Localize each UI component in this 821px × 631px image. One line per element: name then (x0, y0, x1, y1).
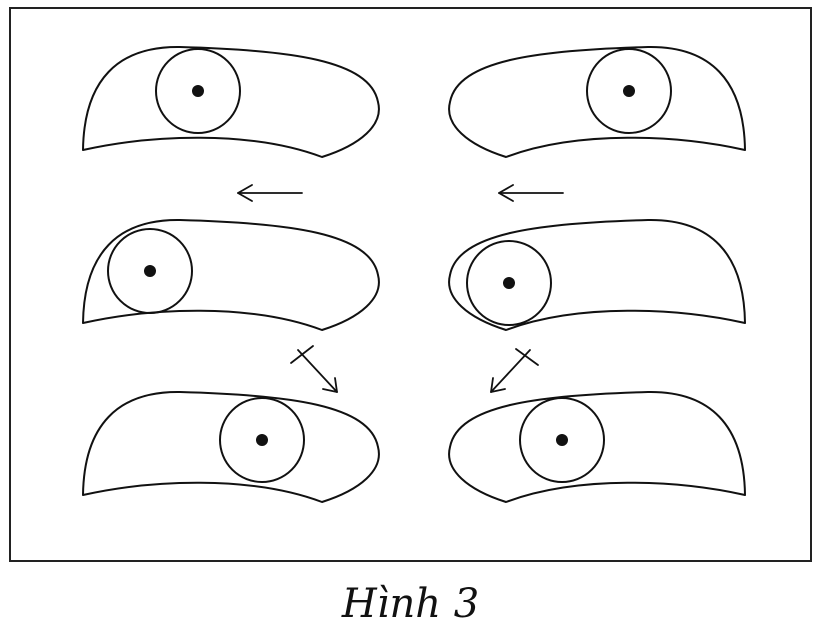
row2-right-dot (503, 277, 515, 289)
row2-right-shape (448, 218, 746, 331)
row3-right-dot (556, 434, 568, 446)
row1-right-shape (448, 45, 746, 158)
row2-left-dot (144, 265, 156, 277)
crossed-arrow-right (490, 348, 539, 393)
row2-right-circle (466, 240, 552, 326)
figure-caption: Hình 3 (341, 581, 480, 627)
row1-left-circle (155, 48, 241, 134)
row3-left-dot (256, 434, 268, 446)
figure-frame (9, 7, 812, 562)
arrow-left-1 (237, 184, 303, 202)
row3-left-shape (82, 390, 380, 503)
row1-right-circle (586, 48, 672, 134)
row1-left-dot (192, 85, 204, 97)
row3-left-circle (219, 397, 305, 483)
arrow-right-1 (498, 184, 564, 202)
crossed-arrow-left (290, 345, 338, 393)
row2-left-shape (82, 218, 380, 331)
row3-right-shape (448, 390, 746, 503)
row3-right-circle (519, 397, 605, 483)
row1-right-dot (623, 85, 635, 97)
row2-left-circle (107, 228, 193, 314)
row1-left-shape (82, 45, 380, 158)
